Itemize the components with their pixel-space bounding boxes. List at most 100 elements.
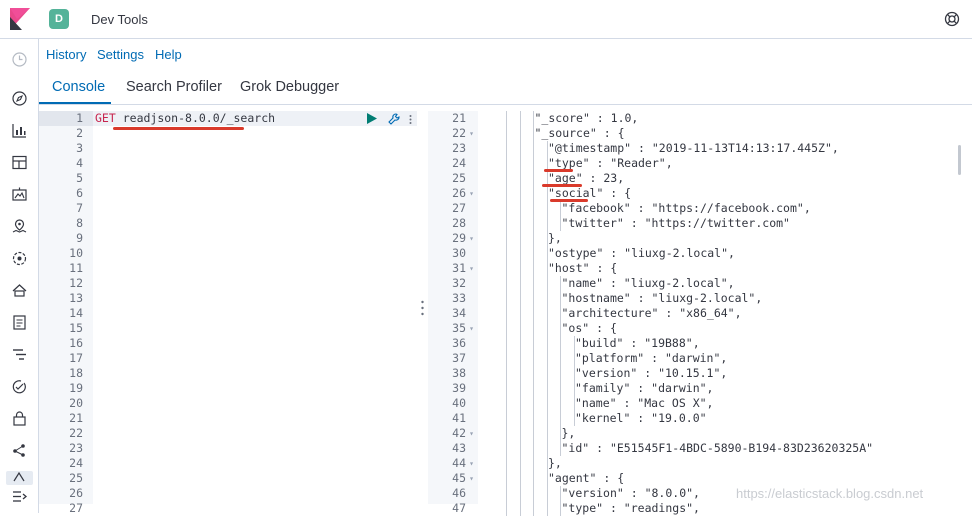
editor-line-number: 20	[69, 396, 83, 410]
output-code-line: "version" : "10.15.1",	[575, 366, 728, 380]
history-link[interactable]: History	[46, 47, 87, 62]
output-line-number: 46	[452, 486, 466, 500]
indent-guide	[573, 396, 575, 411]
devtools-icon[interactable]	[11, 471, 28, 483]
settings-link[interactable]: Settings	[97, 47, 144, 62]
tab-grok-debugger[interactable]: Grok Debugger	[240, 79, 340, 95]
indent-guide	[546, 156, 548, 171]
indent-guide	[546, 501, 548, 516]
fold-caret-icon[interactable]: ▾	[469, 189, 474, 198]
visualize-icon[interactable]	[11, 122, 28, 139]
pane-resizer-handle[interactable]	[421, 300, 424, 316]
ml-icon[interactable]	[11, 250, 28, 267]
help-lifebuoy-icon[interactable]	[944, 11, 960, 27]
editor-line-number: 8	[76, 216, 83, 230]
indent-guide	[506, 411, 507, 426]
fold-caret-icon[interactable]: ▾	[469, 129, 474, 138]
indent-guide	[533, 306, 534, 321]
indent-guide	[506, 171, 507, 186]
more-actions-icon[interactable]	[409, 115, 412, 124]
kibana-logo-icon[interactable]	[10, 8, 30, 30]
indent-guide	[506, 441, 507, 456]
fold-caret-icon[interactable]: ▾	[469, 459, 474, 468]
indent-guide	[573, 336, 575, 351]
indent-guide	[546, 426, 548, 441]
editor-line-number: 14	[69, 306, 83, 320]
output-code-line: "kernel" : "19.0.0"	[575, 411, 707, 425]
editor-line-number: 1	[76, 111, 83, 125]
run-play-icon[interactable]	[366, 113, 377, 124]
indent-guide	[519, 381, 521, 396]
indent-guide	[519, 336, 521, 351]
indent-guide	[519, 351, 521, 366]
space-avatar[interactable]: D	[49, 9, 69, 29]
canvas-icon[interactable]	[11, 186, 28, 203]
siem-icon[interactable]	[11, 410, 28, 427]
clock-icon[interactable]	[11, 51, 28, 68]
maps-icon[interactable]	[11, 218, 28, 235]
indent-guide	[560, 441, 561, 456]
fold-caret-icon[interactable]: ▾	[469, 429, 474, 438]
output-code-line: },	[548, 456, 562, 470]
indent-guide	[519, 486, 521, 501]
indent-guide	[560, 381, 561, 396]
output-code-line: "type" : "readings",	[561, 501, 700, 515]
output-line-number: 31	[452, 261, 466, 275]
tab-console[interactable]: Console	[52, 79, 106, 95]
graph-icon[interactable]	[11, 442, 28, 459]
uptime-icon[interactable]	[11, 378, 28, 395]
indent-guide	[519, 231, 521, 246]
fold-caret-icon[interactable]: ▾	[469, 474, 474, 483]
logs-icon[interactable]	[11, 314, 28, 331]
indent-guide	[560, 291, 561, 306]
indent-guide	[573, 381, 575, 396]
annotation-underline-age	[542, 184, 582, 187]
response-output[interactable]: 21"_score" : 1.0,22▾"_source" : {23"@tim…	[428, 111, 972, 516]
indent-guide	[506, 501, 507, 516]
output-line-number: 34	[452, 306, 466, 320]
editor-line-number: 10	[69, 246, 83, 260]
editor-line-number: 6	[76, 186, 83, 200]
editor-line-number: 12	[69, 276, 83, 290]
wrench-settings-icon[interactable]	[387, 112, 401, 126]
output-code-line: "facebook" : "https://facebook.com",	[561, 201, 811, 215]
indent-guide	[519, 111, 521, 126]
collapse-icon[interactable]	[11, 488, 28, 505]
indent-guide	[546, 141, 548, 156]
infrastructure-icon[interactable]	[11, 282, 28, 299]
indent-guide	[560, 306, 561, 321]
indent-guide	[533, 291, 534, 306]
fold-caret-icon[interactable]: ▾	[469, 264, 474, 273]
indent-guide	[546, 441, 548, 456]
tab-search-profiler[interactable]: Search Profiler	[126, 79, 222, 95]
indent-guide	[533, 471, 534, 486]
indent-guide	[506, 231, 507, 246]
indent-guide	[519, 441, 521, 456]
editor-line-number: 3	[76, 141, 83, 155]
editor-line-number: 7	[76, 201, 83, 215]
indent-guide	[506, 201, 507, 216]
indent-guide	[519, 156, 521, 171]
discover-icon[interactable]	[11, 90, 28, 107]
indent-guide	[533, 396, 534, 411]
apm-icon[interactable]	[11, 346, 28, 363]
indent-guide	[546, 336, 548, 351]
output-code-line: },	[548, 231, 562, 245]
output-scrollbar[interactable]	[958, 145, 961, 175]
indent-guide	[546, 291, 548, 306]
editor-line-number: 13	[69, 291, 83, 305]
request-line[interactable]: GET readjson-8.0.0/_search	[95, 111, 275, 125]
indent-guide	[546, 381, 548, 396]
editor-line-number: 15	[69, 321, 83, 335]
indent-guide	[533, 111, 534, 126]
active-line-gutter	[39, 111, 93, 126]
help-link[interactable]: Help	[155, 47, 182, 62]
dashboard-icon[interactable]	[11, 154, 28, 171]
fold-caret-icon[interactable]: ▾	[469, 234, 474, 243]
indent-guide	[519, 456, 521, 471]
indent-guide	[506, 456, 507, 471]
output-line-number: 40	[452, 396, 466, 410]
indent-guide	[506, 351, 507, 366]
fold-caret-icon[interactable]: ▾	[469, 324, 474, 333]
